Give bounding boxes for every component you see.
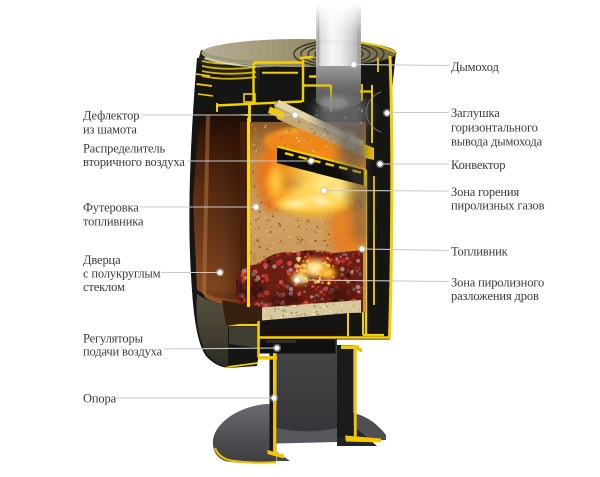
svg-text:Опора: Опора — [83, 392, 117, 406]
svg-text:подачи воздуха: подачи воздуха — [83, 345, 163, 359]
svg-text:Дымоход: Дымоход — [451, 60, 500, 74]
svg-text:Зона горения: Зона горения — [451, 185, 519, 199]
svg-text:Распределитель: Распределитель — [83, 142, 166, 156]
svg-text:горизонтального: горизонтального — [451, 121, 538, 135]
svg-text:из шамота: из шамота — [83, 123, 137, 137]
svg-text:стеклом: стеклом — [83, 280, 125, 294]
svg-text:Топливник: Топливник — [451, 245, 509, 259]
svg-text:пиролизных газов: пиролизных газов — [451, 199, 545, 213]
svg-text:Зона пиролизного: Зона пиролизного — [451, 276, 544, 290]
svg-text:Дверца: Дверца — [83, 253, 121, 267]
svg-text:вторичного воздуха: вторичного воздуха — [83, 155, 185, 169]
svg-text:с полукруглым: с полукруглым — [83, 267, 161, 281]
svg-text:Регуляторы: Регуляторы — [83, 332, 144, 346]
svg-text:Заглушка: Заглушка — [451, 106, 500, 120]
svg-text:Футеровка: Футеровка — [83, 201, 139, 215]
svg-text:разложения дров: разложения дров — [451, 289, 539, 303]
svg-text:Конвектор: Конвектор — [451, 158, 505, 172]
svg-text:вывода дымохода: вывода дымохода — [451, 135, 543, 149]
svg-text:топливника: топливника — [83, 215, 144, 229]
svg-text:Дефлектор: Дефлектор — [83, 109, 139, 123]
